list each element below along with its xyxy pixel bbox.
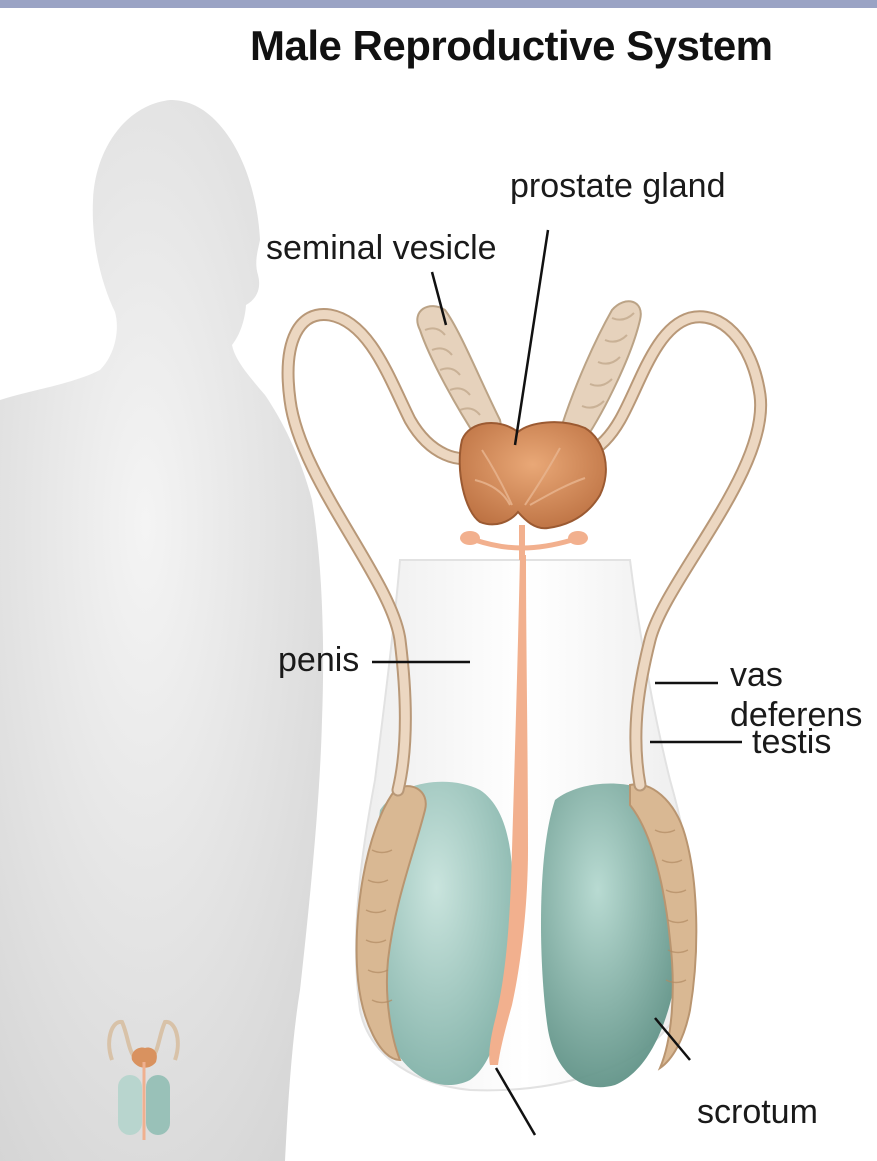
label-testis: testis bbox=[752, 722, 831, 762]
page-title: Male Reproductive System bbox=[250, 22, 773, 70]
label-seminal-vesicle: seminal vesicle bbox=[266, 228, 497, 268]
label-scrotum: scrotum bbox=[697, 1092, 818, 1132]
prostate-leader bbox=[515, 230, 548, 445]
seminal-vesicles bbox=[417, 301, 640, 445]
label-prostate-gland: prostate gland bbox=[510, 166, 726, 206]
prostate-gland bbox=[460, 422, 606, 528]
label-vas-deferens-1: vas bbox=[730, 655, 783, 695]
label-penis: penis bbox=[278, 640, 359, 680]
